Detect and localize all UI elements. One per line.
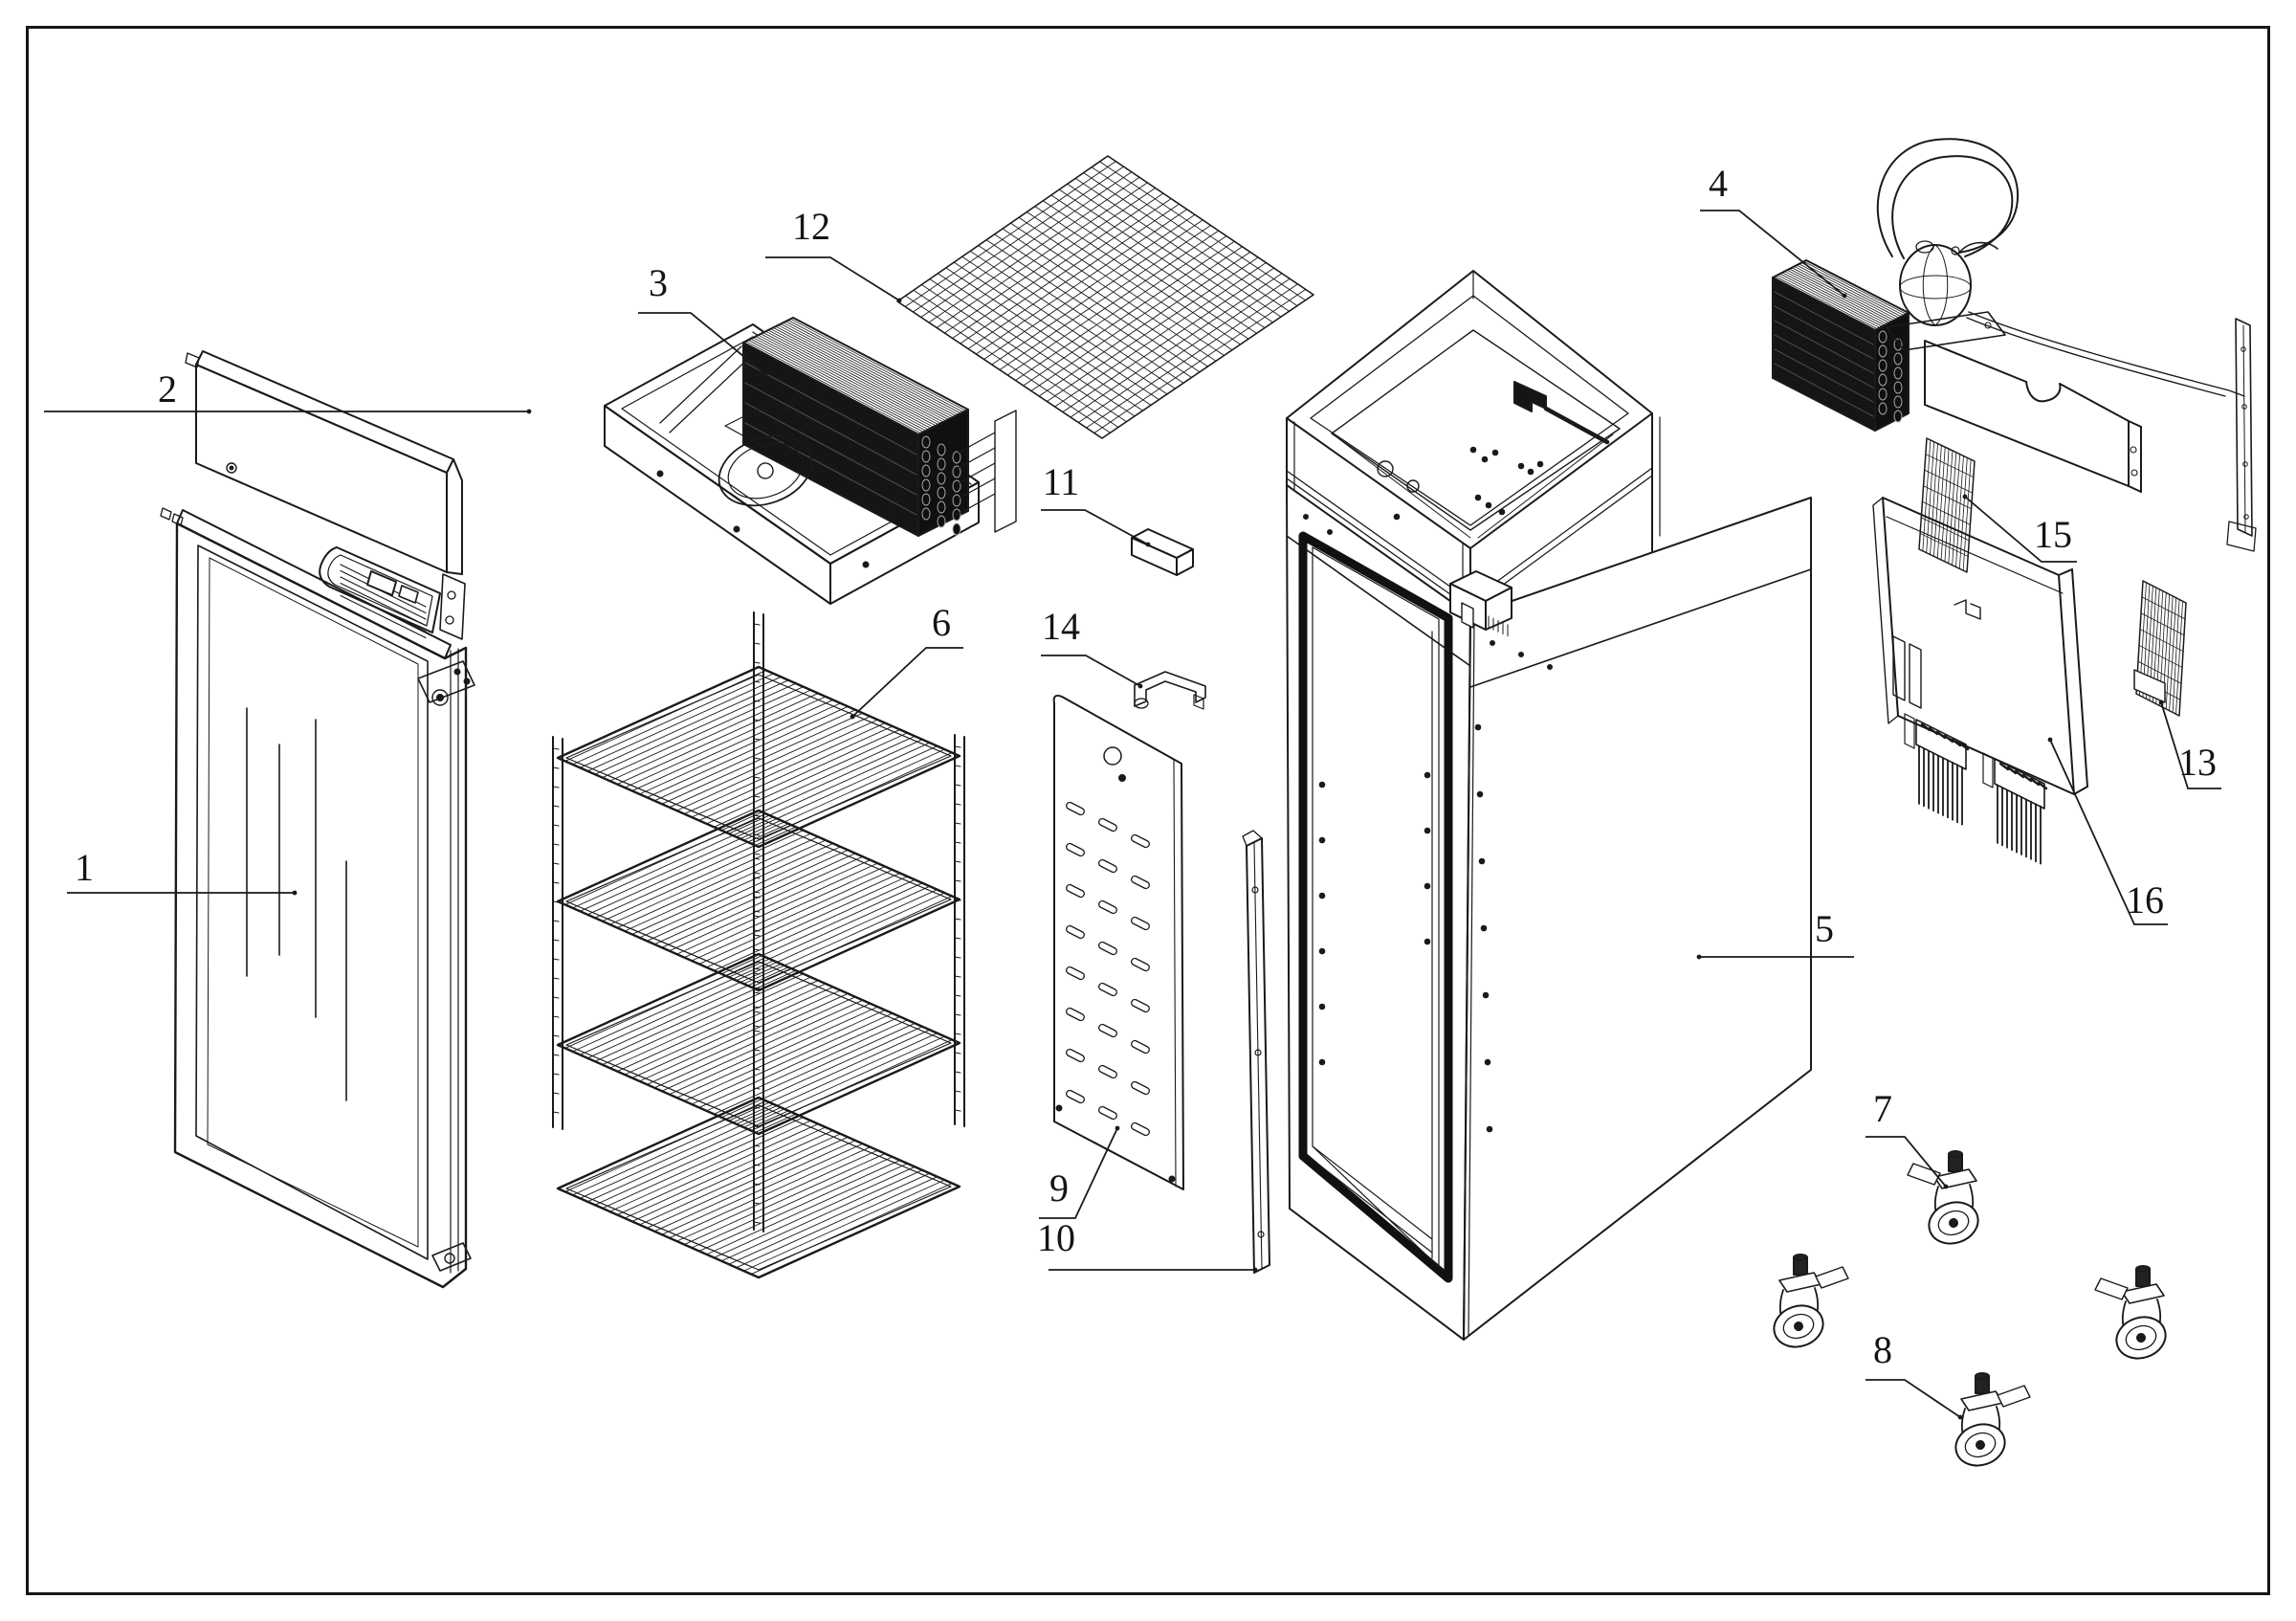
part-label-15: 15: [2034, 513, 2072, 556]
part-10-mounting-rail: [1242, 830, 1270, 1274]
part-11-cover-block: [1131, 528, 1194, 576]
part-callout-13: 13: [2158, 699, 2221, 789]
part-callout-4: 4: [1700, 162, 1847, 299]
part-label-3: 3: [649, 261, 668, 304]
part-callout-10: 10: [1037, 1216, 1258, 1273]
leader-line-7: [1866, 1136, 1947, 1188]
part-callout-6: 6: [850, 601, 963, 720]
leader-dot-14: [1137, 683, 1143, 689]
part-callout-9: 9: [1039, 1125, 1120, 1219]
leader-line-12: [765, 256, 900, 301]
part-2-top-front-panel: [185, 350, 466, 640]
part-label-7: 7: [1873, 1087, 1892, 1130]
part-label-14: 14: [1042, 605, 1080, 648]
part-callout-5: 5: [1696, 907, 1854, 960]
leader-dot-15: [1962, 494, 1968, 500]
part-13-side-mesh-screen: [2133, 580, 2187, 717]
leader-dot-5: [1696, 954, 1702, 960]
leader-dot-16: [2047, 737, 2053, 743]
leader-line-16: [2049, 739, 2168, 925]
part-label-5: 5: [1815, 907, 1834, 950]
part-callout-16: 16: [2047, 737, 2168, 925]
part-8-brake-caster: [1954, 1372, 2031, 1467]
part-callout-8: 8: [1866, 1328, 1963, 1420]
part-label-9: 9: [1049, 1166, 1069, 1210]
leader-line-14: [1041, 655, 1141, 687]
caster-rear-left: [1773, 1254, 1849, 1348]
part-label-2: 2: [158, 367, 177, 411]
part-7-swivel-caster: [1907, 1150, 1979, 1245]
part-label-11: 11: [1043, 460, 1080, 503]
part-callout-3: 3: [638, 261, 768, 377]
leader-dot-12: [896, 298, 902, 303]
part-15-rear-mesh-screen: [1918, 437, 1976, 573]
leader-dot-11: [1145, 542, 1151, 547]
casters: [1773, 1150, 2167, 1467]
part-label-13: 13: [2178, 741, 2217, 784]
part-16-evaporator-assembly: [1872, 497, 2088, 865]
part-label-4: 4: [1709, 162, 1728, 205]
leader-line-9: [1039, 1127, 1118, 1219]
part-callout-7: 7: [1866, 1087, 1949, 1189]
leader-dot-1: [292, 890, 298, 896]
leader-line-4: [1700, 210, 1845, 297]
part-callout-15: 15: [1962, 494, 2077, 563]
leader-dot-7: [1943, 1184, 1949, 1189]
part-14-mounting-bracket: [1134, 671, 1206, 710]
part-1-glass-door: [160, 507, 475, 1289]
leader-dot-4: [1842, 293, 1847, 299]
junction-box: [1449, 570, 1512, 637]
part-3-condensing-unit-tray: [604, 317, 1017, 605]
part-callout-11: 11: [1041, 460, 1151, 547]
part-label-12: 12: [792, 205, 830, 248]
leader-dot-10: [1252, 1267, 1258, 1273]
leader-dot-6: [850, 714, 855, 720]
leader-dot-3: [762, 371, 768, 377]
part-callout-1: 1: [67, 846, 298, 896]
part-callout-14: 14: [1041, 605, 1143, 689]
part-9-perforated-back-panel: [1052, 694, 1184, 1190]
part-label-1: 1: [75, 846, 94, 889]
part-6-wire-shelf-rack: [552, 611, 965, 1279]
leader-dot-9: [1115, 1125, 1120, 1131]
part-label-16: 16: [2126, 878, 2164, 922]
part-label-6: 6: [932, 601, 951, 644]
part-5-cabinet-body: [1286, 270, 1812, 1341]
leader-line-15: [1964, 496, 2077, 563]
leader-dot-8: [1957, 1414, 1963, 1420]
part-callout-2: 2: [44, 367, 532, 414]
part-label-10: 10: [1037, 1216, 1075, 1259]
part-12-mesh-screen-panel: [896, 155, 1314, 439]
part-callout-12: 12: [765, 205, 902, 303]
part-4-compressor-condenser-assembly: [1772, 138, 2257, 552]
leader-line-8: [1866, 1379, 1961, 1418]
caster-rear-right: [2094, 1265, 2167, 1360]
leader-line-6: [851, 647, 963, 718]
leader-line-13: [2160, 701, 2221, 789]
leader-dot-2: [526, 409, 532, 414]
part-label-8: 8: [1873, 1328, 1892, 1371]
leader-line-11: [1041, 509, 1149, 545]
leader-dot-13: [2158, 699, 2164, 705]
leader-line-3: [638, 312, 766, 375]
